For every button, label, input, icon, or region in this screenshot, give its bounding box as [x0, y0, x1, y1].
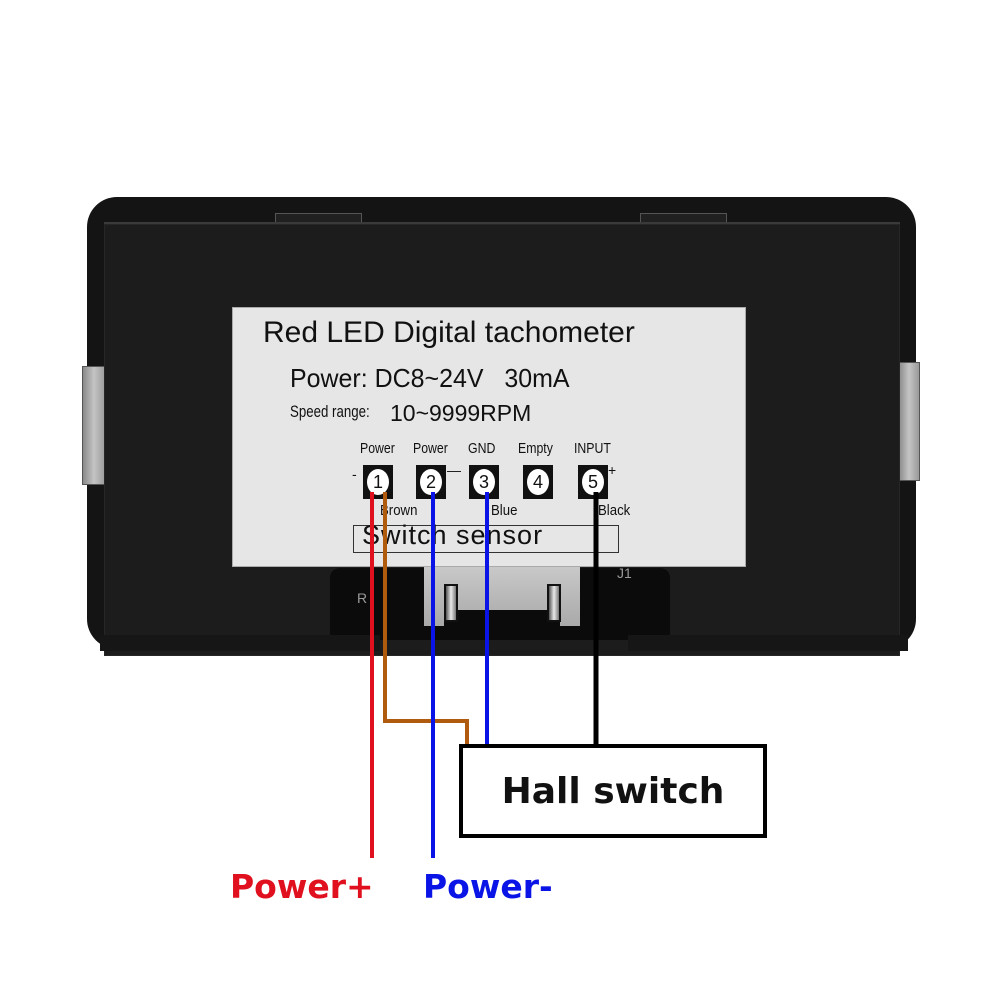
housing-foot-right [628, 635, 908, 651]
terminal-1-name: Power [360, 440, 395, 457]
wire-label-blue: Blue [491, 502, 518, 519]
terminal-4-number: 4 [527, 469, 549, 495]
terminal-3: 3 [469, 465, 499, 499]
terminal-1-sign: - [352, 466, 357, 482]
label-power-key: Power: [290, 363, 368, 393]
hall-switch-label: Hall switch [501, 770, 725, 812]
terminal-4-name: Empty [518, 440, 553, 457]
terminal-2-sign: — [447, 462, 461, 478]
terminal-4: 4 [523, 465, 553, 499]
switch-sensor-caption: Switch sensor [362, 520, 544, 550]
power-plus-label: Power+ [230, 867, 374, 906]
connector-notch [444, 610, 560, 626]
label-speed-value: 10~9999RPM [390, 400, 532, 426]
label-title: Red LED Digital tachometer [263, 316, 635, 349]
power-minus-label: Power- [423, 867, 553, 906]
connector-pin [547, 584, 561, 622]
wire-label-black: Black [598, 502, 631, 519]
terminal-5-sign: + [608, 462, 617, 478]
terminal-2-number: 2 [420, 469, 442, 495]
pcb-mark-r: R [357, 590, 368, 606]
terminal-3-number: 3 [473, 469, 495, 495]
pcb-mark-j1: J1 [617, 565, 632, 581]
housing-foot-left [100, 635, 380, 651]
terminal-1-number: 1 [367, 469, 389, 495]
label-power-value: DC8~24V 30mA [374, 363, 570, 393]
wire-label-brown: Brown [380, 502, 418, 519]
terminal-5: 5 [578, 465, 608, 499]
mounting-clip-left [82, 366, 106, 485]
wire-brown [383, 492, 469, 744]
housing-tab-right [640, 213, 727, 222]
terminal-2-name: Power [413, 440, 448, 457]
terminal-3-name: GND [468, 440, 496, 457]
hall-switch-box [459, 744, 767, 838]
housing-tab-left [275, 213, 362, 222]
label-speed-key: Speed range: [290, 402, 370, 421]
label-power: Power: DC8~24V 30mA [290, 363, 570, 394]
terminal-1: 1 [363, 465, 393, 499]
connector-pin [444, 584, 458, 622]
terminal-5-name: INPUT [574, 440, 611, 457]
terminal-5-number: 5 [582, 469, 604, 495]
